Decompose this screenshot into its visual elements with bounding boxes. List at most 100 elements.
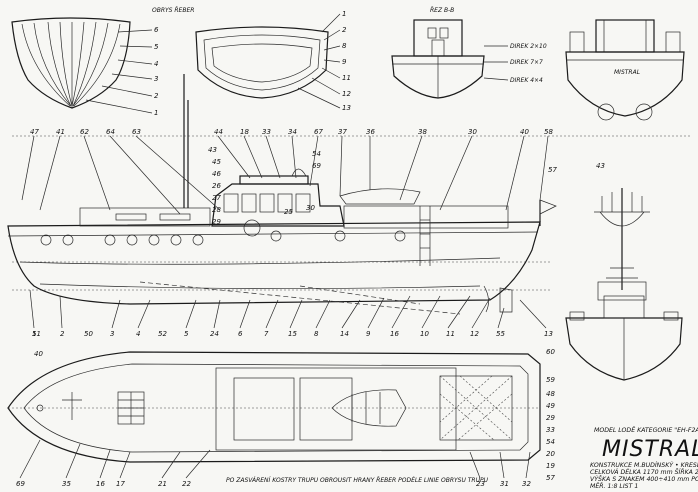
part-callout: 60 [546,348,555,356]
part-callout: 9 [366,330,371,338]
part-callout: 55 [496,330,505,338]
stern-view: MISTRAL [565,19,685,121]
part-callout: 32 [522,480,531,488]
section-note: DIREK 7×7 [510,59,543,66]
part-callout: 54 [546,438,555,446]
part-callout: 51 [32,330,41,338]
part-callout: 17 [116,480,125,488]
part-callout: 47 [30,128,39,136]
stern-name: MISTRAL [614,69,640,76]
part-callout: 44 [214,128,223,136]
frame-callout: 12 [342,90,351,98]
part-callout: 14 [340,330,349,338]
part-callout: 7 [264,330,269,338]
frame-callout: 6 [154,26,159,34]
plan-note: PO ZASVÁRENÍ KOSTRY TRUPU OBROUSIT HRANY… [226,476,489,484]
part-callout: 21 [158,480,167,488]
part-callout: 57 [546,474,555,482]
part-callout: 43 [596,162,605,170]
part-callout: 1 [32,330,36,338]
frame-callout: 2 [154,92,159,100]
deck-frames-callouts: 1 2 8 9 11 12 13 [297,10,351,112]
part-callout: 40 [34,350,43,358]
title-block-heading: MODEL LODĚ KATEGORIE "EH-F2A" [594,425,698,434]
part-callout: 41 [56,128,65,136]
part-callout: 16 [390,330,399,338]
part-callout: 33 [262,128,271,136]
section-note: DIREK 2×10 [510,43,547,50]
part-callout: 50 [84,330,93,338]
bow-section-view: 43 [565,162,683,381]
frame-callout: 3 [154,75,158,83]
deck-frames-view: 1 2 8 9 11 12 13 [195,10,351,112]
part-callout: 59 [546,376,555,384]
part-callout: 30 [468,128,477,136]
part-callout: 64 [106,128,115,136]
part-callout: 10 [420,330,429,338]
part-callout: 23 [476,480,485,488]
title-line: KONSTRUKCE M.BUDÍNSKÝ • KRESLIL M.NOVÁK [590,460,698,469]
part-callout: 13 [544,330,553,338]
frames-outline-label: OBRYS ŘEBER [152,6,194,14]
part-callout: 3 [110,330,114,338]
part-callout: 48 [546,390,555,398]
frames-outline-view: OBRYS ŘEBER 6 5 4 3 2 1 [11,6,194,117]
model-name: MISTRAL [602,437,698,462]
part-callout: 6 [238,330,243,338]
frames-left-callouts: 6 5 4 3 2 1 [85,26,159,117]
plan-bottom-callouts: 69 35 16 17 21 22 23 31 32 [16,480,531,488]
part-callout: 15 [288,330,297,338]
part-callout: 20 [546,450,555,458]
part-callout: 29 [546,414,555,422]
part-callout: 16 [96,480,105,488]
part-callout: 54 [312,150,321,158]
frame-callout: 1 [154,109,158,117]
section-label: ŘEZ B-B [430,6,454,14]
part-callout: 69 [312,162,321,170]
part-callout: 69 [16,480,25,488]
part-callout: 2 [60,330,65,338]
plan-view: 40 51 50 52 69 35 16 17 21 22 23 31 32 [7,330,555,488]
part-callout: 37 [338,128,347,136]
plan-left-callouts: 40 51 50 52 [32,330,167,358]
plan-right-callouts: 60 59 48 49 29 33 54 20 19 57 [546,348,555,482]
part-callout: 18 [240,128,249,136]
profile-top-callouts: 47 41 62 64 63 44 18 33 34 67 37 36 38 3… [30,128,553,136]
part-callout: 19 [546,462,555,470]
part-callout: 33 [546,426,555,434]
part-callout: 12 [470,330,479,338]
frame-callout: 11 [342,74,351,82]
part-callout: 38 [418,128,427,136]
part-callout: 52 [158,330,167,338]
part-callout: 45 [212,158,221,166]
frame-callout: 4 [154,60,158,68]
title-line: MĚŘ. 1:8 LIST 1 [590,481,638,490]
part-callout: 31 [500,480,509,488]
part-callout: 43 [208,146,217,154]
section-note: DIREK 4×4 [510,77,543,84]
part-callout: 62 [80,128,89,136]
part-callout: 11 [446,330,455,338]
part-callout: 35 [62,480,71,488]
part-callout: 24 [210,330,219,338]
part-callout: 36 [366,128,375,136]
frame-callout: 5 [154,43,159,51]
part-callout: 22 [182,480,191,488]
profile-bottom-callouts: 1 2 3 4 5 24 6 7 15 8 14 9 16 10 11 12 5… [32,330,553,338]
part-callout: 63 [132,128,141,136]
portholes [40,230,406,246]
title-line: VÝŠKA S ZNAKEM 400÷410 mm PONOR 50 mm [590,474,698,483]
part-callout: 40 [520,128,529,136]
part-callout: 25 [284,208,293,216]
part-callout: 4 [136,330,140,338]
part-callout: 8 [314,330,319,338]
section-b-b-view: ŘEZ B-B DIREK 2×10 DIREK 7×7 DIREK 4×4 [391,6,547,99]
part-callout: 5 [184,330,189,338]
profile-side-callouts: 43 45 46 26 27 28 29 25 30 54 69 57 [208,146,557,226]
part-callout: 49 [546,402,555,410]
part-callout: 34 [288,128,297,136]
frame-callout: 8 [342,42,347,50]
part-callout: 28 [212,206,221,214]
